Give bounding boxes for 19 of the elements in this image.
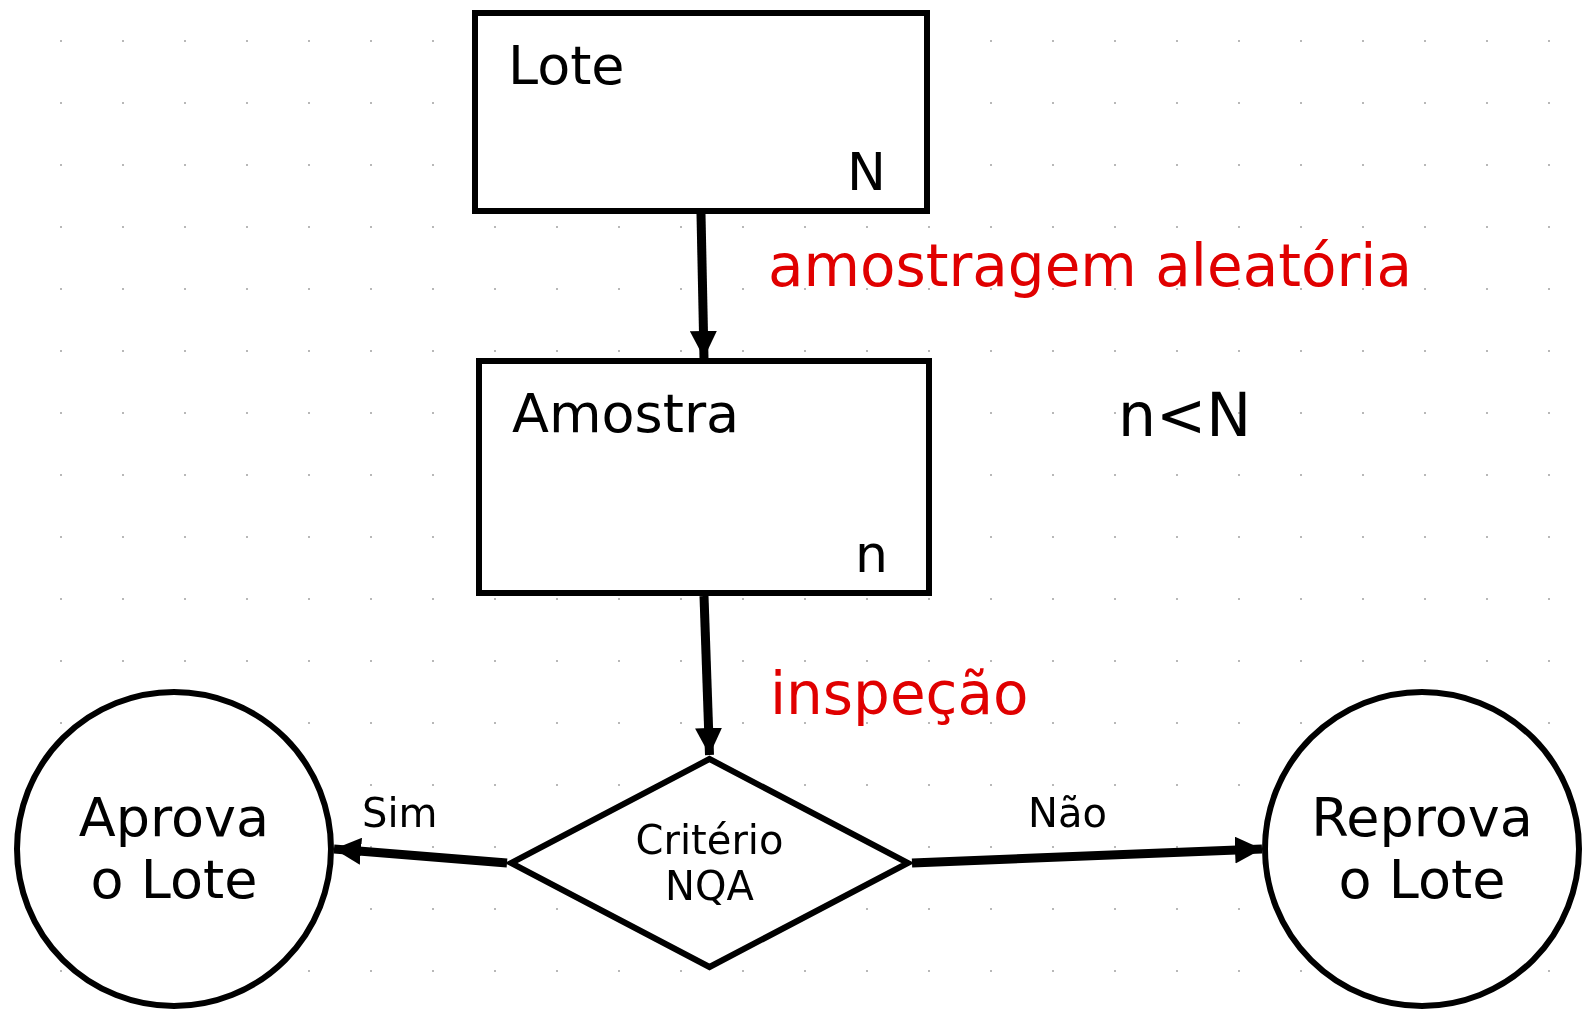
- cardinality-label: n: [855, 524, 888, 584]
- connector-arrow: [911, 836, 1263, 868]
- connector-arrow: [689, 213, 717, 359]
- entity-box: [472, 10, 930, 214]
- entity-box: [476, 358, 932, 596]
- edge-label: Não: [1028, 790, 1107, 836]
- box-title: Amostra: [512, 382, 740, 445]
- edge-label: amostragem aleatória: [768, 232, 1412, 300]
- outcome-text: Aprova o Lote: [78, 786, 270, 912]
- connector-arrow: [695, 595, 723, 756]
- outcome-text: Reprova o Lote: [1311, 786, 1533, 912]
- edge-label: inspeção: [770, 660, 1029, 728]
- decision-text: Critério NQA: [634, 817, 785, 909]
- cardinality-label: N: [847, 142, 886, 202]
- decision-diamond: [507, 755, 912, 971]
- box-title: Lote: [508, 34, 625, 97]
- note-text: n<N: [1118, 380, 1252, 450]
- edge-label: Sim: [362, 790, 438, 836]
- connector-arrow: [333, 837, 508, 868]
